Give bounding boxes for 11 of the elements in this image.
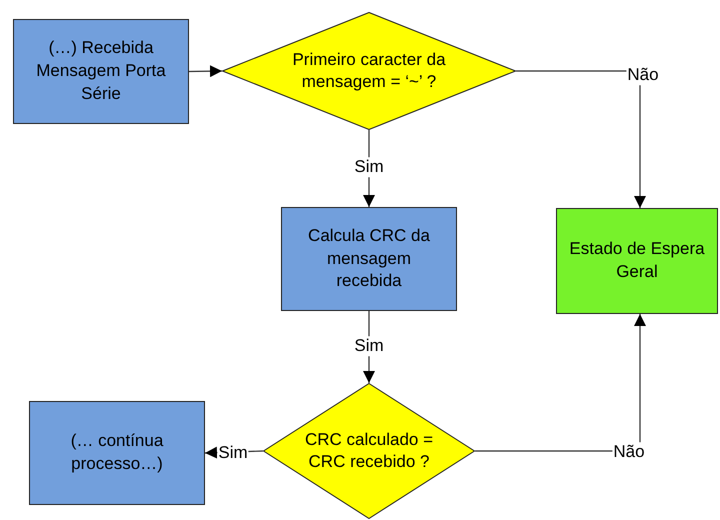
process-box: Estado de Espera Geral (556, 208, 718, 314)
process-box: Calcula CRC da mensagem recebida (281, 207, 457, 311)
process-box: (…) Recebida Mensagem Porta Série (13, 19, 189, 124)
edge-label: Não (626, 65, 660, 85)
decision-text: Primeiro caracter da mensagem = ‘~’ ? (291, 48, 447, 93)
edge-label: Sim (353, 157, 385, 177)
edge-label: Sim (353, 336, 385, 356)
arrow (516, 70, 646, 208)
decision-text: CRC calculado = CRC recebido ? (304, 428, 434, 473)
arrow (189, 65, 222, 78)
process-box: (… contínua processo…) (29, 401, 205, 505)
